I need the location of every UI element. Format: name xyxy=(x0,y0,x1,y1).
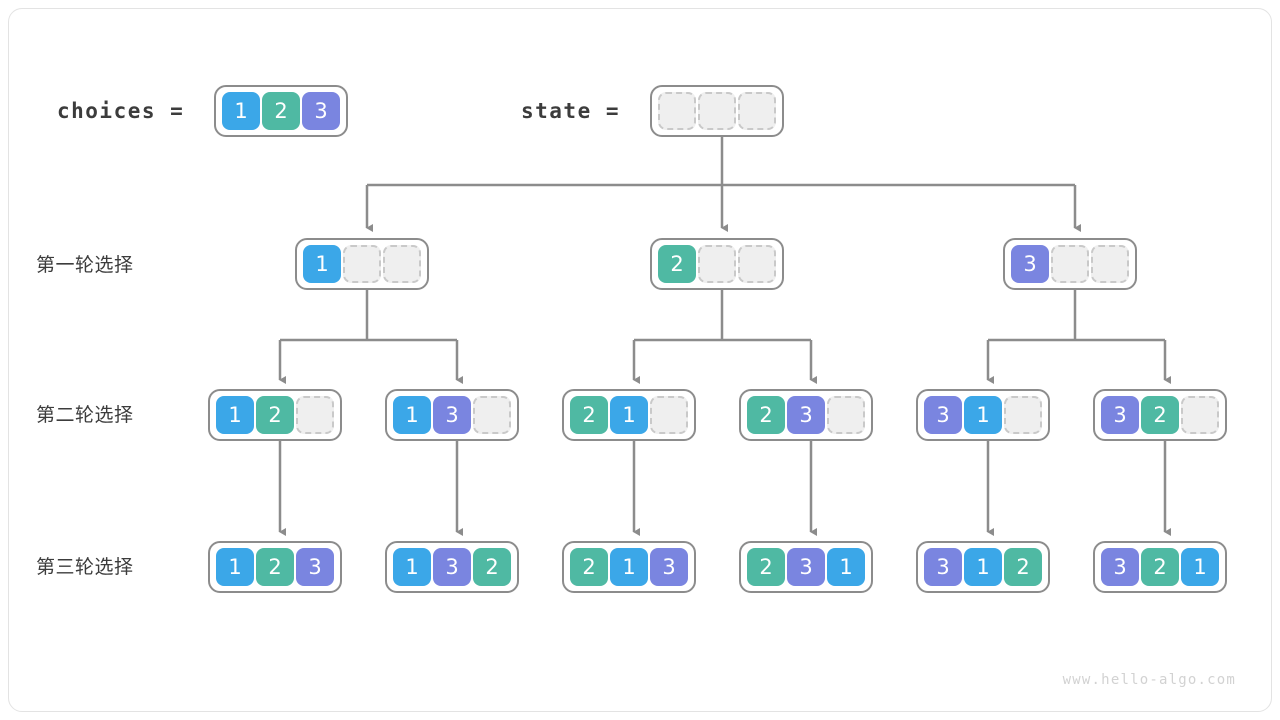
watermark: www.hello-algo.com xyxy=(1062,672,1236,688)
level2-5-cell-0: 3 xyxy=(1101,396,1139,434)
level3-2-cell-1: 1 xyxy=(610,548,648,586)
level2-3-cell-2 xyxy=(827,396,865,434)
level2-array-1: 1 3 xyxy=(385,389,519,441)
level3-2-cell-2: 3 xyxy=(650,548,688,586)
row-label-round-1: 第一轮选择 xyxy=(36,254,134,276)
level2-array-0: 1 2 xyxy=(208,389,342,441)
level2-array-5: 3 2 xyxy=(1093,389,1227,441)
level2-1-cell-2 xyxy=(473,396,511,434)
level1-0-cell-1 xyxy=(343,245,381,283)
level1-array-1: 2 xyxy=(650,238,784,290)
level3-1-cell-1: 3 xyxy=(433,548,471,586)
level2-1-cell-0: 1 xyxy=(393,396,431,434)
level1-0-cell-2 xyxy=(383,245,421,283)
level3-3-cell-2: 1 xyxy=(827,548,865,586)
level3-1-cell-2: 2 xyxy=(473,548,511,586)
level3-4-cell-0: 3 xyxy=(924,548,962,586)
level3-3-cell-1: 3 xyxy=(787,548,825,586)
level3-5-cell-0: 3 xyxy=(1101,548,1139,586)
level1-2-cell-2 xyxy=(1091,245,1129,283)
level3-0-cell-2: 3 xyxy=(296,548,334,586)
level1-2-cell-0: 3 xyxy=(1011,245,1049,283)
level2-5-cell-2 xyxy=(1181,396,1219,434)
choices-cell-0: 1 xyxy=(222,92,260,130)
level3-3-cell-0: 2 xyxy=(747,548,785,586)
level2-0-cell-0: 1 xyxy=(216,396,254,434)
level1-array-2: 3 xyxy=(1003,238,1137,290)
level2-4-cell-0: 3 xyxy=(924,396,962,434)
level2-4-cell-1: 1 xyxy=(964,396,1002,434)
level2-4-cell-2 xyxy=(1004,396,1042,434)
level3-0-cell-0: 1 xyxy=(216,548,254,586)
level3-5-cell-1: 2 xyxy=(1141,548,1179,586)
state-array xyxy=(650,85,784,137)
choices-label: choices = xyxy=(57,99,185,123)
level2-3-cell-0: 2 xyxy=(747,396,785,434)
level3-5-cell-2: 1 xyxy=(1181,548,1219,586)
level2-0-cell-1: 2 xyxy=(256,396,294,434)
level1-0-cell-0: 1 xyxy=(303,245,341,283)
level3-1-cell-0: 1 xyxy=(393,548,431,586)
level1-2-cell-1 xyxy=(1051,245,1089,283)
level3-array-4: 3 1 2 xyxy=(916,541,1050,593)
level2-3-cell-1: 3 xyxy=(787,396,825,434)
level2-1-cell-1: 3 xyxy=(433,396,471,434)
row-label-round-3: 第三轮选择 xyxy=(36,556,134,578)
level3-array-2: 2 1 3 xyxy=(562,541,696,593)
level2-2-cell-1: 1 xyxy=(610,396,648,434)
level2-0-cell-2 xyxy=(296,396,334,434)
figure-card xyxy=(8,8,1272,712)
level2-2-cell-2 xyxy=(650,396,688,434)
state-cell-1 xyxy=(698,92,736,130)
level3-array-0: 1 2 3 xyxy=(208,541,342,593)
level3-array-5: 3 2 1 xyxy=(1093,541,1227,593)
level3-4-cell-1: 1 xyxy=(964,548,1002,586)
state-label: state = xyxy=(521,99,621,123)
level1-1-cell-0: 2 xyxy=(658,245,696,283)
level1-1-cell-1 xyxy=(698,245,736,283)
level3-0-cell-1: 2 xyxy=(256,548,294,586)
level2-5-cell-1: 2 xyxy=(1141,396,1179,434)
level3-array-1: 1 3 2 xyxy=(385,541,519,593)
choices-cell-2: 3 xyxy=(302,92,340,130)
level3-2-cell-0: 2 xyxy=(570,548,608,586)
level2-array-4: 3 1 xyxy=(916,389,1050,441)
choices-cell-1: 2 xyxy=(262,92,300,130)
level2-2-cell-0: 2 xyxy=(570,396,608,434)
level2-array-2: 2 1 xyxy=(562,389,696,441)
state-cell-2 xyxy=(738,92,776,130)
row-label-round-2: 第二轮选择 xyxy=(36,404,134,426)
level3-array-3: 2 3 1 xyxy=(739,541,873,593)
state-cell-0 xyxy=(658,92,696,130)
level1-1-cell-2 xyxy=(738,245,776,283)
level3-4-cell-2: 2 xyxy=(1004,548,1042,586)
level1-array-0: 1 xyxy=(295,238,429,290)
choices-array: 1 2 3 xyxy=(214,85,348,137)
level2-array-3: 2 3 xyxy=(739,389,873,441)
